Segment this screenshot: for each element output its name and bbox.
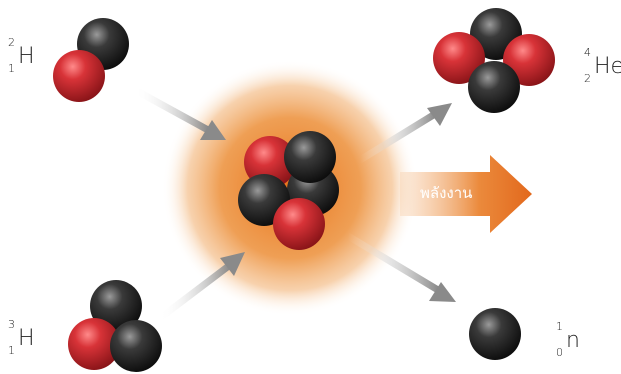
deuterium-nucleus: [53, 18, 129, 102]
element-symbol: He: [594, 54, 621, 79]
arrow-neutron-out: [344, 232, 456, 302]
neutron-ball: [468, 61, 520, 113]
helium-nucleus: [433, 8, 555, 113]
label-tritium: 3 H 1: [8, 318, 48, 358]
central-nucleus-cluster: [238, 131, 339, 250]
mass-number: 1: [556, 320, 563, 333]
atomic-number: 0: [556, 346, 563, 359]
proton-ball: [68, 318, 120, 370]
proton-ball: [53, 50, 105, 102]
element-symbol: H: [18, 326, 35, 351]
atomic-number: 1: [8, 62, 15, 75]
atomic-number: 2: [584, 72, 591, 85]
free-neutron-ball: [469, 308, 521, 360]
energy-arrow: [400, 155, 532, 233]
label-deuterium: 2 H 1: [8, 36, 48, 76]
energy-label: พลังงาน: [420, 184, 473, 202]
tritium-nucleus: [68, 280, 162, 372]
mass-number: 4: [584, 46, 591, 59]
atomic-number: 1: [8, 344, 15, 357]
element-symbol: n: [566, 328, 580, 353]
arrow-tritium-in: [156, 252, 245, 322]
mass-number: 3: [8, 318, 15, 331]
element-symbol: H: [18, 44, 35, 69]
arrow-deuterium-in: [131, 86, 226, 140]
neutron-ball: [284, 131, 336, 183]
neutron-ball: [90, 280, 142, 332]
neutron-ball: [110, 320, 162, 372]
label-neutron: 1 n 0: [556, 320, 596, 360]
mass-number: 2: [8, 36, 15, 49]
arrow-helium-out: [356, 103, 452, 164]
proton-ball: [273, 198, 325, 250]
label-helium: 4 He 2: [584, 46, 621, 86]
proton-ball: [503, 34, 555, 86]
proton-ball: [433, 32, 485, 84]
